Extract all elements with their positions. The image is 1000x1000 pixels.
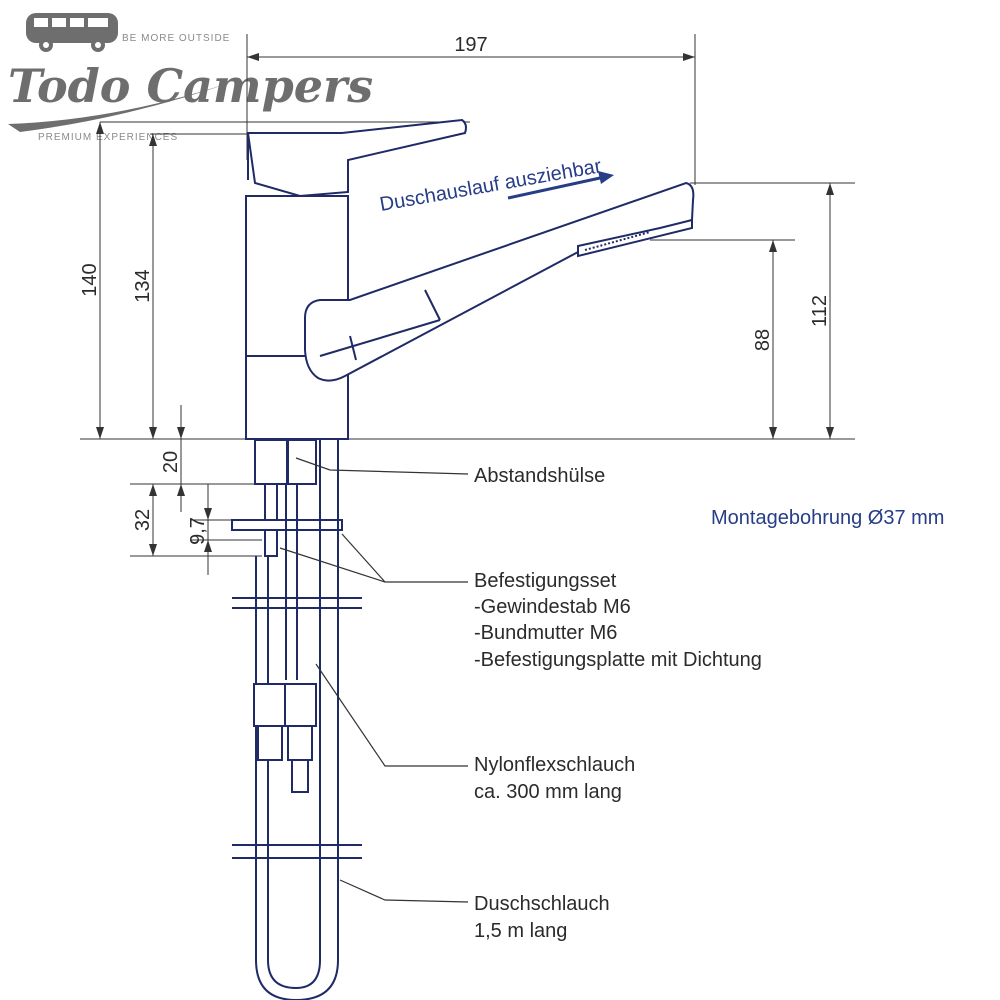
dimension-lines xyxy=(80,34,855,575)
spacer-sleeve xyxy=(254,439,288,485)
label-nylon-length: ca. 300 mm lang xyxy=(474,781,622,803)
dimension-arrows xyxy=(96,53,834,556)
dim-mount-32: 32 xyxy=(132,509,154,531)
logo-tagline-top: BE MORE OUTSIDE xyxy=(122,33,230,44)
faucet-body xyxy=(245,118,695,440)
label-fixing-plate: -Befestigungsplatte mit Dichtung xyxy=(474,649,762,671)
faucet-spout xyxy=(304,181,695,382)
dim-height-140: 140 xyxy=(79,263,101,296)
shower-hose xyxy=(267,440,321,990)
dim-spray-88: 88 xyxy=(752,329,774,351)
campervan-icon xyxy=(26,13,118,52)
logo-brand-name: Todo Campers xyxy=(8,59,373,113)
label-fixing-rod: -Gewindestab M6 xyxy=(474,596,631,618)
label-mounting-hole: Montagebohrung Ø37 mm xyxy=(711,507,944,529)
label-spacer-sleeve: Abstandshülse xyxy=(474,465,605,487)
label-fixing-set: Befestigungsset xyxy=(474,570,617,592)
spray-head xyxy=(577,218,693,258)
label-shower-length: 1,5 m lang xyxy=(474,920,567,942)
label-fixing-nut: -Bundmutter M6 xyxy=(474,622,617,644)
logo-tagline-bottom: PREMIUM EXPERIENCES xyxy=(38,132,178,143)
label-shower-hose: Duschschlauch xyxy=(474,893,610,915)
leader-lines xyxy=(279,457,469,903)
dim-height-134: 134 xyxy=(132,269,154,302)
underside-assembly xyxy=(231,439,362,1000)
pullout-arrow xyxy=(507,176,601,200)
dim-spout-112: 112 xyxy=(809,295,831,327)
label-nylon-hose: Nylonflexschlauch xyxy=(474,754,635,776)
dim-width-197: 197 xyxy=(454,34,487,56)
pullout-arrow-head xyxy=(598,171,614,184)
brand-logo: BE MORE OUTSIDE Todo Campers PREMIUM EXP… xyxy=(8,13,373,143)
faucet-lever xyxy=(246,118,467,198)
dim-plate-9-7: 9,7 xyxy=(187,517,209,545)
dim-spacer-20: 20 xyxy=(160,451,182,473)
logo-swoosh xyxy=(8,80,238,132)
